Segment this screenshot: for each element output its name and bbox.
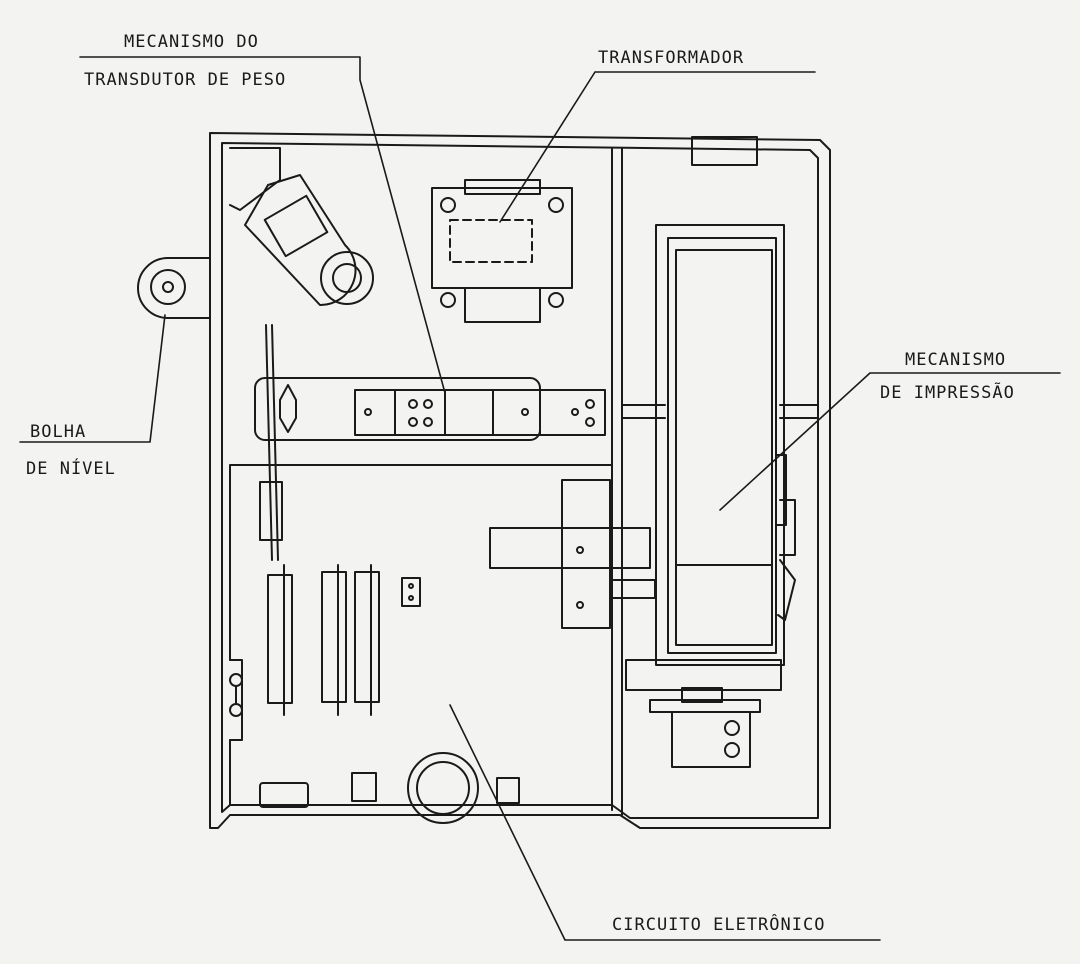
label-circuit: CIRCUITO ELETRÔNICO [612, 915, 826, 935]
print-mechanism [625, 224, 796, 768]
label-weigh-mechanism-line1: MECANISMO DO [124, 32, 259, 52]
label-print-mechanism-line2: DE IMPRESSÃO [880, 383, 1015, 403]
label-transformer: TRANSFORMADOR [598, 48, 745, 68]
label-weigh-mechanism-line2: TRANSDUTOR DE PESO [84, 70, 287, 90]
level-bubble [137, 257, 211, 319]
load-cell [254, 377, 606, 441]
leader-lines [19, 56, 1061, 941]
label-level-bubble-line1: BOLHA [30, 422, 87, 442]
label-level-bubble-line2: DE NÍVEL [26, 459, 116, 479]
label-print-mechanism-line1: MECANISMO [905, 350, 1007, 370]
leader-transformer [499, 71, 816, 223]
leader-print [719, 372, 1061, 511]
transformer [431, 179, 573, 323]
pcb [229, 324, 613, 824]
top-connector [691, 136, 758, 166]
housing-outline [209, 132, 831, 829]
transducer-linkage [229, 147, 374, 307]
leader-weigh [79, 56, 446, 394]
print-drive [489, 479, 656, 629]
partition-wall [611, 147, 819, 816]
leader-level [19, 314, 166, 443]
leader-circuit [449, 704, 881, 941]
